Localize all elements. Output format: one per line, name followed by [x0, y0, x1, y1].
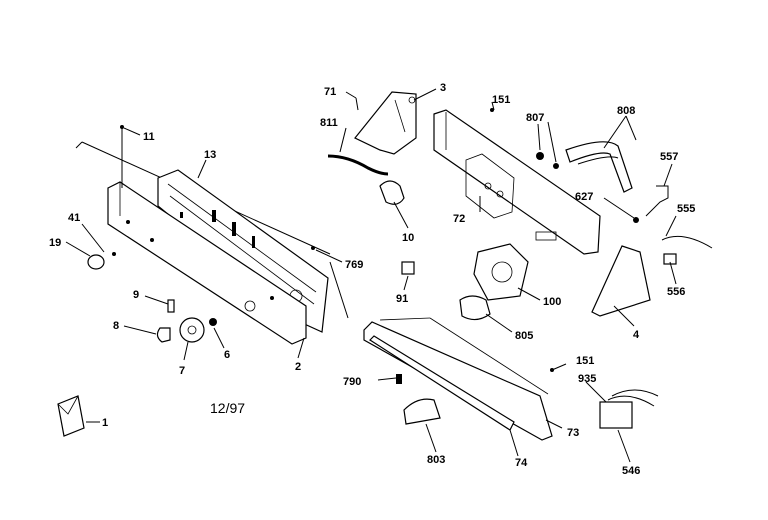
- label-935: 935: [578, 373, 596, 385]
- label-73: 73: [567, 427, 579, 439]
- label-72: 72: [453, 213, 465, 225]
- bracket-4: [591, 245, 651, 317]
- label-8: 8: [113, 320, 119, 332]
- label-91: 91: [396, 293, 408, 305]
- label-9: 9: [133, 289, 139, 301]
- label-546: 546: [622, 465, 640, 477]
- label-1: 1: [102, 417, 108, 429]
- label-13: 13: [204, 149, 216, 161]
- label-811: 811: [320, 117, 338, 129]
- label-803: 803: [427, 454, 445, 466]
- back-panel-72: [433, 109, 601, 255]
- knob-19: [87, 254, 105, 270]
- label-555: 555: [677, 203, 695, 215]
- label-807: 807: [526, 112, 544, 124]
- right-parts: [536, 141, 713, 429]
- label-74: 74: [515, 457, 528, 469]
- rail-73: [363, 321, 553, 441]
- label-100: 100: [543, 296, 561, 308]
- label-3: 3: [440, 82, 446, 94]
- hose-808: [565, 141, 633, 193]
- control-panel-assembly: [75, 141, 349, 345]
- literature-envelope: [57, 395, 85, 437]
- date-code: 12/97: [210, 400, 245, 416]
- bracket-3: [354, 91, 417, 155]
- knob-parts: [87, 125, 315, 343]
- label-151-bottom: 151: [576, 355, 594, 367]
- label-11: 11: [143, 131, 155, 143]
- part-labels: 11 13 41 19 9 8 7 6 2 1 12/97 769 71 3 8…: [49, 82, 695, 477]
- label-627: 627: [575, 191, 593, 203]
- label-2: 2: [295, 361, 301, 373]
- label-71: 71: [324, 86, 336, 98]
- label-769: 769: [345, 259, 363, 271]
- center-parts: [327, 91, 554, 372]
- console-rail: [363, 317, 553, 441]
- label-151-top: 151: [492, 94, 510, 106]
- label-4: 4: [633, 329, 640, 341]
- wire-harness-546: [599, 401, 633, 429]
- label-557: 557: [660, 151, 678, 163]
- label-556: 556: [667, 286, 685, 298]
- label-805: 805: [515, 330, 533, 342]
- label-41: 41: [68, 212, 80, 224]
- pcb-803: [403, 398, 441, 425]
- label-6: 6: [224, 349, 230, 361]
- label-10: 10: [402, 232, 414, 244]
- label-790: 790: [343, 376, 361, 388]
- switch-805: [459, 295, 491, 321]
- valve-10: [379, 180, 405, 205]
- leader-lines: [65, 88, 677, 463]
- label-19: 19: [49, 237, 61, 249]
- label-7: 7: [179, 365, 185, 377]
- timer-knob: [179, 317, 205, 343]
- motor-100: [473, 243, 529, 301]
- label-808: 808: [617, 105, 635, 117]
